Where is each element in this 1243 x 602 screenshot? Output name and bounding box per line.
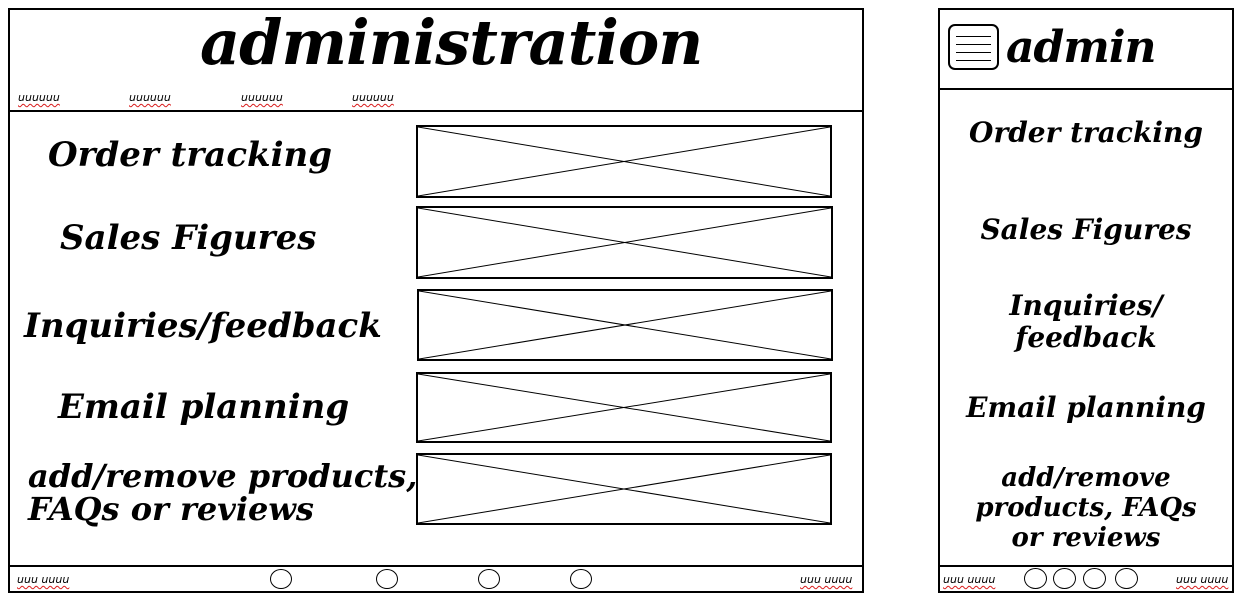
section-label-order-tracking[interactable]: Order tracking	[48, 135, 333, 175]
content-placeholder-inquiries-feedback	[417, 289, 833, 361]
content-placeholder-sales-figures	[416, 206, 833, 279]
section-label-sales-figures[interactable]: Sales Figures	[60, 218, 317, 258]
page-title: administration	[200, 6, 703, 79]
mobile-page-title: admin	[1006, 22, 1157, 73]
header-divider	[8, 110, 864, 112]
footer-link-left[interactable]: uuu uuuu	[17, 573, 70, 586]
section-label-email-planning[interactable]: Email planning	[58, 387, 350, 427]
pagination-dot-1[interactable]	[270, 569, 292, 589]
mobile-header-divider	[938, 88, 1234, 90]
nav-link-1[interactable]: uuuuuu	[18, 91, 60, 104]
mobile-section-inquiries-feedback[interactable]: Inquiries/ feedback	[1009, 289, 1163, 354]
pagination-dot-3[interactable]	[478, 569, 500, 589]
pagination-dot-4[interactable]	[570, 569, 592, 589]
mobile-pagination-dot-1[interactable]	[1024, 568, 1047, 589]
hamburger-menu-icon[interactable]	[948, 24, 999, 70]
mobile-section-email-planning[interactable]: Email planning	[966, 391, 1206, 424]
mobile-pagination-dot-3[interactable]	[1083, 568, 1106, 589]
nav-link-3[interactable]: uuuuuu	[241, 91, 283, 104]
mobile-wireframe	[938, 8, 1234, 593]
content-placeholder-email-planning	[416, 372, 832, 443]
mobile-section-order-tracking[interactable]: Order tracking	[969, 116, 1203, 149]
section-label-add-remove-products[interactable]: add/remove products, FAQs or reviews	[28, 457, 418, 528]
nav-link-2[interactable]: uuuuuu	[129, 91, 171, 104]
content-placeholder-add-remove-products	[416, 453, 832, 525]
nav-link-4[interactable]: uuuuuu	[352, 91, 394, 104]
content-placeholder-order-tracking	[416, 125, 832, 198]
section-label-inquiries-feedback[interactable]: Inquiries/feedback	[24, 306, 382, 346]
mobile-section-add-remove-products[interactable]: add/remove products, FAQs or reviews	[975, 463, 1197, 553]
mobile-pagination-dot-2[interactable]	[1053, 568, 1076, 589]
mobile-footer-divider	[938, 565, 1234, 567]
mobile-footer-link-left[interactable]: uuu uuuu	[943, 573, 996, 586]
mobile-section-sales-figures[interactable]: Sales Figures	[980, 213, 1192, 246]
footer-divider	[8, 565, 864, 567]
footer-link-right[interactable]: uuu uuuu	[800, 573, 853, 586]
mobile-pagination-dot-4[interactable]	[1115, 568, 1138, 589]
pagination-dot-2[interactable]	[376, 569, 398, 589]
mobile-footer-link-right[interactable]: uuu uuuu	[1176, 573, 1229, 586]
